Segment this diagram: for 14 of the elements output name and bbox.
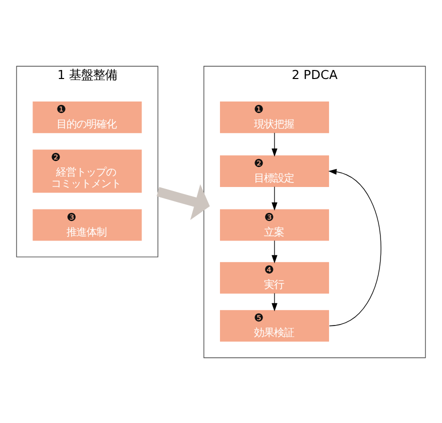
arrow (272, 240, 278, 263)
arrow (328, 168, 382, 326)
node-box: ❷ 目標設定 (220, 154, 330, 186)
node-box: ❶ 目的の明確化 (32, 101, 142, 133)
arrow (272, 186, 278, 210)
node-box: ❹ 実行 (220, 262, 330, 294)
node-box: ❸ 推進体制 (32, 208, 142, 240)
arrow (272, 132, 278, 156)
node-box: ❸ 立案 (220, 208, 330, 240)
arrow (272, 292, 278, 311)
node-box: ❶ 現状把握 (220, 101, 330, 133)
node-box: ❷ 経営トップのコミットメント (32, 149, 142, 192)
arrow (156, 184, 210, 220)
node-box: ❺ 効果検証 (220, 310, 330, 342)
